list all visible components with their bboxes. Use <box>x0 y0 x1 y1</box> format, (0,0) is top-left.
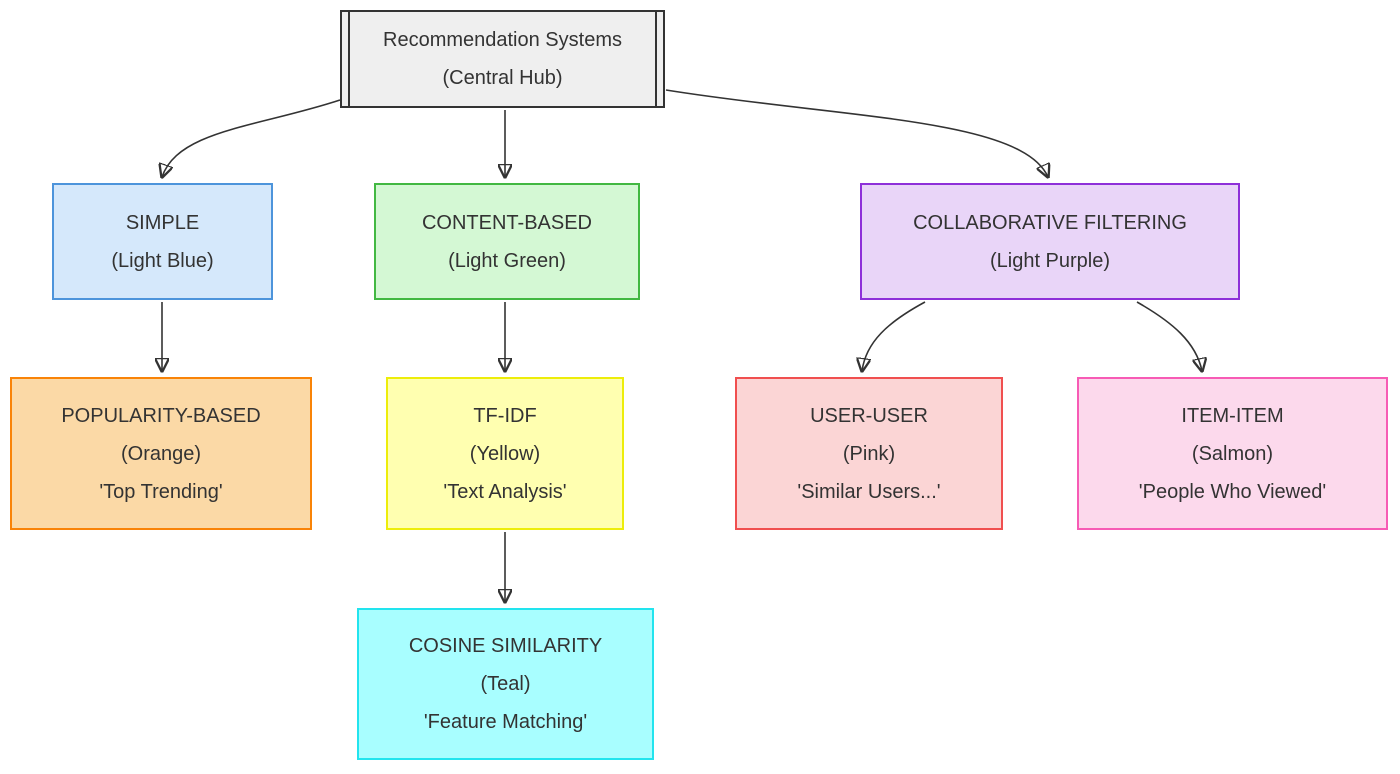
node-sublabel: (Central Hub) <box>442 67 563 89</box>
node-sublabel: (Teal) <box>480 673 531 695</box>
node-tagline: 'Text Analysis' <box>443 480 567 503</box>
node-tagline: 'Top Trending' <box>99 480 223 503</box>
node-label: POPULARITY-BASED <box>61 404 261 427</box>
node-label: Recommendation Systems <box>383 29 622 51</box>
subroutine-inner-line-right <box>655 12 657 106</box>
node-tf-idf: TF-IDF (Yellow) 'Text Analysis' <box>386 377 624 530</box>
node-popularity-based: POPULARITY-BASED (Orange) 'Top Trending' <box>10 377 312 530</box>
node-tagline: 'Feature Matching' <box>423 711 588 733</box>
node-sublabel: (Salmon) <box>1191 442 1274 465</box>
node-item-item: ITEM-ITEM (Salmon) 'People Who Viewed' <box>1077 377 1388 530</box>
subroutine-inner-line-left <box>348 12 350 106</box>
edge-collab-useruser <box>862 301 926 371</box>
node-cosine-similarity: COSINE SIMILARITY (Teal) 'Feature Matchi… <box>357 608 654 760</box>
edge-collab-itemitem <box>1136 301 1202 371</box>
node-content-based: CONTENT-BASED (Light Green) <box>374 183 640 300</box>
node-sublabel: (Light Green) <box>448 249 566 272</box>
node-tagline: 'Similar Users...' <box>797 480 941 503</box>
node-sublabel: (Light Purple) <box>989 249 1111 272</box>
node-sublabel: (Yellow) <box>469 442 541 465</box>
node-label: USER-USER <box>810 404 928 427</box>
node-sublabel: (Light Blue) <box>111 249 214 272</box>
node-label: COSINE SIMILARITY <box>408 635 603 657</box>
node-tagline: 'People Who Viewed' <box>1138 480 1327 503</box>
node-user-user: USER-USER (Pink) 'Similar Users...' <box>735 377 1003 530</box>
node-label: TF-IDF <box>473 404 537 427</box>
node-label: COLLABORATIVE FILTERING <box>913 211 1187 234</box>
node-sublabel: (Orange) <box>120 442 202 465</box>
edge-hub-collab <box>665 89 1048 177</box>
edge-hub-simple <box>162 99 341 177</box>
node-recommendation-systems-hub: Recommendation Systems (Central Hub) <box>340 10 665 108</box>
node-label: CONTENT-BASED <box>421 211 593 234</box>
node-sublabel: (Pink) <box>842 442 896 465</box>
node-simple: SIMPLE (Light Blue) <box>52 183 273 300</box>
node-collaborative-filtering: COLLABORATIVE FILTERING (Light Purple) <box>860 183 1240 300</box>
node-label: SIMPLE <box>125 211 200 234</box>
node-label: ITEM-ITEM <box>1181 404 1284 427</box>
